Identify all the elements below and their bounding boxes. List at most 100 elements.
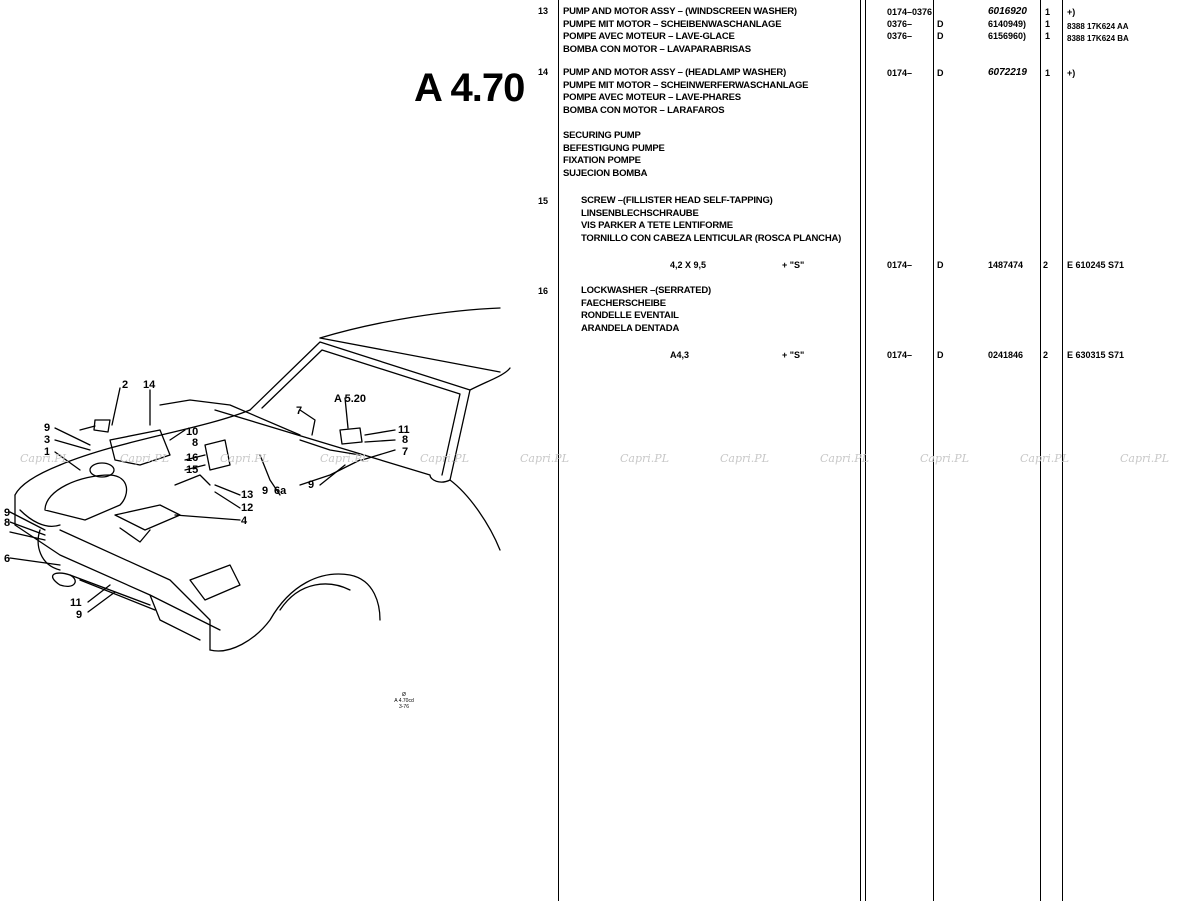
watermark: Capri.PL	[620, 452, 669, 465]
description-line: LINSENBLECHSCHRAUBE	[581, 207, 699, 219]
column-rule	[1062, 0, 1063, 901]
description-line: POMPE AVEC MOTEUR – LAVE-GLACE	[563, 31, 735, 42]
entry-ref-15: 15	[538, 196, 549, 206]
watermark: Capri.PL	[920, 452, 969, 465]
size-spec: A4,3	[670, 350, 690, 360]
callout-9d: 9	[4, 507, 10, 519]
callout-8c: 8	[4, 517, 10, 529]
callout-15: 15	[186, 464, 198, 476]
callout-16: 16	[186, 452, 198, 464]
callout-a520: A 5.20	[334, 393, 366, 405]
callout-6: 6	[4, 553, 10, 565]
quantity: 1	[1045, 7, 1051, 17]
column-rule	[865, 0, 866, 901]
ref-number: +)	[1067, 68, 1076, 78]
model-code: D	[937, 19, 944, 29]
watermark: Capri.PL	[1020, 452, 1069, 465]
ref-number: 8388 17K624 AA	[1067, 22, 1129, 31]
quantity: 1	[1045, 19, 1051, 29]
figure-code-line: 3-76	[398, 704, 409, 710]
description-line: FIXATION POMPE	[563, 155, 641, 166]
callout-7b: 7	[402, 446, 408, 458]
description-line: PUMP AND MOTOR ASSY – (WINDSCREEN WASHER…	[563, 6, 797, 17]
description-line: TORNILLO CON CABEZA LENTICULAR (ROSCA PL…	[581, 232, 842, 244]
watermark: Capri.PL	[120, 452, 169, 465]
entry-ref-13: 13	[538, 6, 549, 16]
page-number: A 4.70	[414, 66, 525, 110]
watermark: Capri.PL	[820, 452, 869, 465]
entry-description-14: PUMP AND MOTOR ASSY – (HEADLAMP WASHER) …	[563, 67, 809, 117]
callout-9: 9	[44, 422, 50, 434]
watermark: Capri.PL	[1120, 452, 1169, 465]
date-range: 0376–	[887, 31, 913, 41]
watermark: Capri.PL	[220, 452, 269, 465]
car-washer-diagram: 2 14 9 3 1 10 8 16 15 13 12 4 9 6a 7 A 5…	[0, 280, 520, 680]
grade-spec: + "S"	[782, 350, 805, 360]
ref-number: E 610245 S71	[1067, 260, 1125, 270]
callout-9c: 9	[308, 479, 314, 491]
watermark: Capri.PL	[520, 452, 569, 465]
figure-code-line: A 4.70cd	[394, 698, 414, 704]
callout-9e: 9	[76, 609, 82, 621]
ref-number: 8388 17K624 BA	[1067, 34, 1129, 43]
entry-ref-14: 14	[538, 67, 549, 77]
column-rule	[558, 0, 559, 901]
figure-code-line: Ø	[402, 692, 406, 698]
part-number: 0241846	[988, 350, 1024, 360]
description-line: FAECHERSCHEIBE	[581, 297, 666, 309]
callout-7: 7	[296, 405, 302, 417]
callout-14: 14	[143, 379, 156, 391]
watermark: Capri.PL	[320, 452, 369, 465]
group-heading-securing-pump: SECURING PUMP BEFESTIGUNG PUMPE FIXATION…	[563, 130, 665, 180]
callout-11: 11	[398, 424, 410, 436]
column-rule	[933, 0, 934, 901]
watermark: Capri.PL	[420, 452, 469, 465]
entry-ref-16: 16	[538, 286, 549, 296]
callout-3: 3	[44, 434, 50, 446]
callout-2: 2	[122, 379, 128, 391]
part-number: 1487474	[988, 260, 1024, 270]
date-range: 0174–	[887, 260, 913, 270]
description-line: PUMPE MIT MOTOR – SCHEIBENWASCHANLAGE	[563, 18, 782, 30]
description-line: BOMBA CON MOTOR – LAVAPARABRISAS	[563, 43, 751, 55]
description-line: SUJECION BOMBA	[563, 167, 648, 179]
description-line: POMPE AVEC MOTEUR – LAVE-PHARES	[563, 92, 741, 103]
callout-1: 1	[44, 446, 50, 458]
watermark-row: Capri.PL Capri.PL Capri.PL Capri.PL Capr…	[0, 452, 1200, 468]
callout-6a: 6a	[274, 485, 287, 497]
model-code: D	[937, 31, 944, 41]
parts-table: 13 PUMP AND MOTOR ASSY – (WINDSCREEN WAS…	[530, 0, 1200, 901]
entry-description-13: PUMP AND MOTOR ASSY – (WINDSCREEN WASHER…	[563, 6, 797, 56]
part-number: 6140949)	[988, 19, 1027, 29]
callout-9b: 9	[262, 485, 268, 497]
callout-13: 13	[241, 489, 253, 501]
callout-8: 8	[192, 437, 198, 449]
callout-10: 10	[186, 426, 198, 438]
size-spec: 4,2 X 9,5	[670, 260, 707, 270]
entry-description-15: SCREW –(FILLISTER HEAD SELF-TAPPING) LIN…	[581, 195, 841, 245]
description-line: VIS PARKER A TETE LENTIFORME	[581, 220, 733, 231]
ref-number: E 630315 S71	[1067, 350, 1125, 360]
description-line: RONDELLE EVENTAIL	[581, 310, 679, 321]
model-code: D	[937, 260, 944, 270]
description-line: SECURING PUMP	[563, 130, 641, 141]
date-range: 0174–0376	[887, 7, 933, 17]
description-line: ARANDELA DENTADA	[581, 322, 680, 334]
part-number: 6072219	[988, 67, 1027, 78]
date-range: 0376–	[887, 19, 913, 29]
watermark: Capri.PL	[20, 452, 69, 465]
callout-4: 4	[241, 515, 248, 527]
quantity: 2	[1043, 350, 1049, 360]
callout-11b: 11	[70, 597, 82, 609]
description-line: BOMBA CON MOTOR – LARAFAROS	[563, 104, 725, 116]
description-line: BEFESTIGUNG PUMPE	[563, 142, 665, 154]
date-range: 0174–	[887, 350, 913, 360]
part-number: 6016920	[988, 6, 1027, 17]
quantity: 1	[1045, 68, 1051, 78]
callout-8b: 8	[402, 434, 408, 446]
description-line: PUMP AND MOTOR ASSY – (HEADLAMP WASHER)	[563, 67, 787, 78]
quantity: 2	[1043, 260, 1049, 270]
model-code: D	[937, 350, 944, 360]
grade-spec: + "S"	[782, 260, 805, 270]
